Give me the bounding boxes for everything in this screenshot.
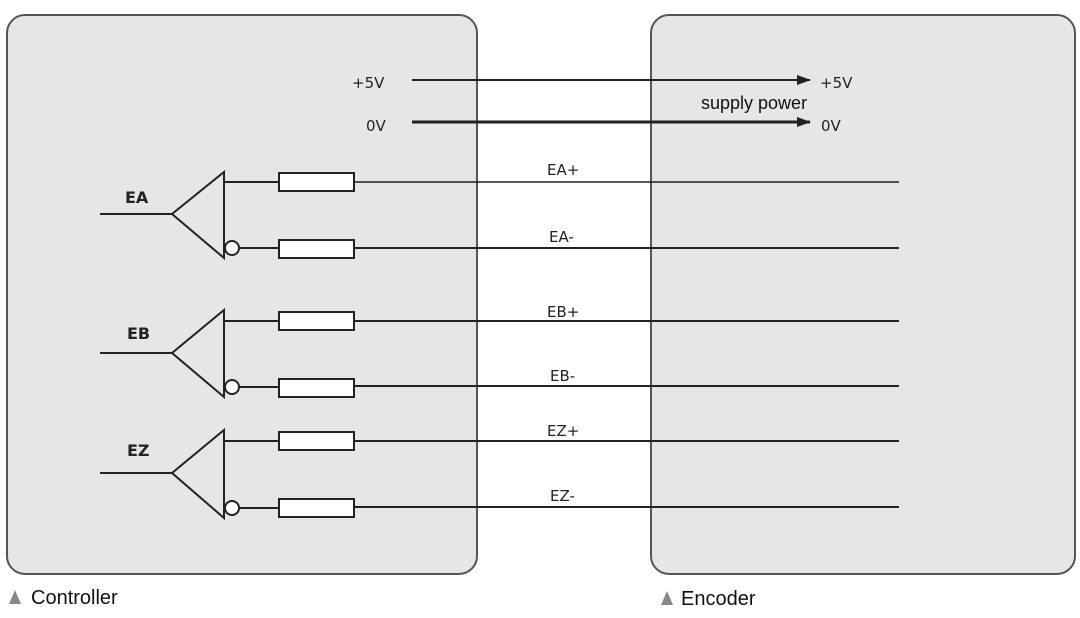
controller-caption: Controller xyxy=(31,587,118,609)
eb-plus-resistor-icon xyxy=(278,311,355,331)
controller-caption-triangle-icon xyxy=(9,590,21,604)
eb-minus-resistor-icon xyxy=(278,378,355,398)
encoder-caption-triangle-icon xyxy=(661,591,673,605)
ea-plus-resistor-icon xyxy=(278,172,355,192)
ea-minus-resistor-icon xyxy=(278,239,355,259)
ez-plus-resistor-icon xyxy=(278,431,355,451)
ea-inverter-bubble-icon xyxy=(224,240,240,256)
group-ez-label: EZ xyxy=(127,441,150,460)
eb-inverter-bubble-icon xyxy=(224,379,240,395)
group-ea-label: EA xyxy=(125,188,149,207)
eb-minus-signal-label: EB- xyxy=(550,367,575,385)
supply-zero-right-label: 0V xyxy=(821,117,842,135)
supply-plus-right-label: +5V xyxy=(820,74,853,92)
ez-minus-signal-label: EZ- xyxy=(550,487,575,505)
eb-driver-triangle-icon xyxy=(170,307,225,400)
ez-minus-resistor-icon xyxy=(278,498,355,518)
encoder-box xyxy=(650,14,1076,575)
supply-plus-left-label: +5V xyxy=(352,74,385,92)
driver-group-ea: EA EA+ EA- xyxy=(100,161,899,261)
eb-plus-signal-label: EB+ xyxy=(547,303,579,321)
ea-plus-signal-label: EA+ xyxy=(547,161,579,179)
ez-inverter-bubble-icon xyxy=(224,500,240,516)
ez-driver-triangle-icon xyxy=(170,427,225,521)
driver-group-ez: EZ EZ+ EZ- xyxy=(100,422,899,521)
encoder-caption: Encoder xyxy=(681,588,756,610)
ez-plus-signal-label: EZ+ xyxy=(547,422,579,440)
group-eb-label: EB xyxy=(127,324,150,343)
supply-zero-left-label: 0V xyxy=(366,117,387,135)
ea-minus-signal-label: EA- xyxy=(549,228,574,246)
ea-driver-triangle-icon xyxy=(170,169,225,261)
supply-power-note: supply power xyxy=(701,93,807,113)
driver-group-eb: EB EB+ EB- xyxy=(100,303,899,400)
controller-box xyxy=(6,14,478,575)
